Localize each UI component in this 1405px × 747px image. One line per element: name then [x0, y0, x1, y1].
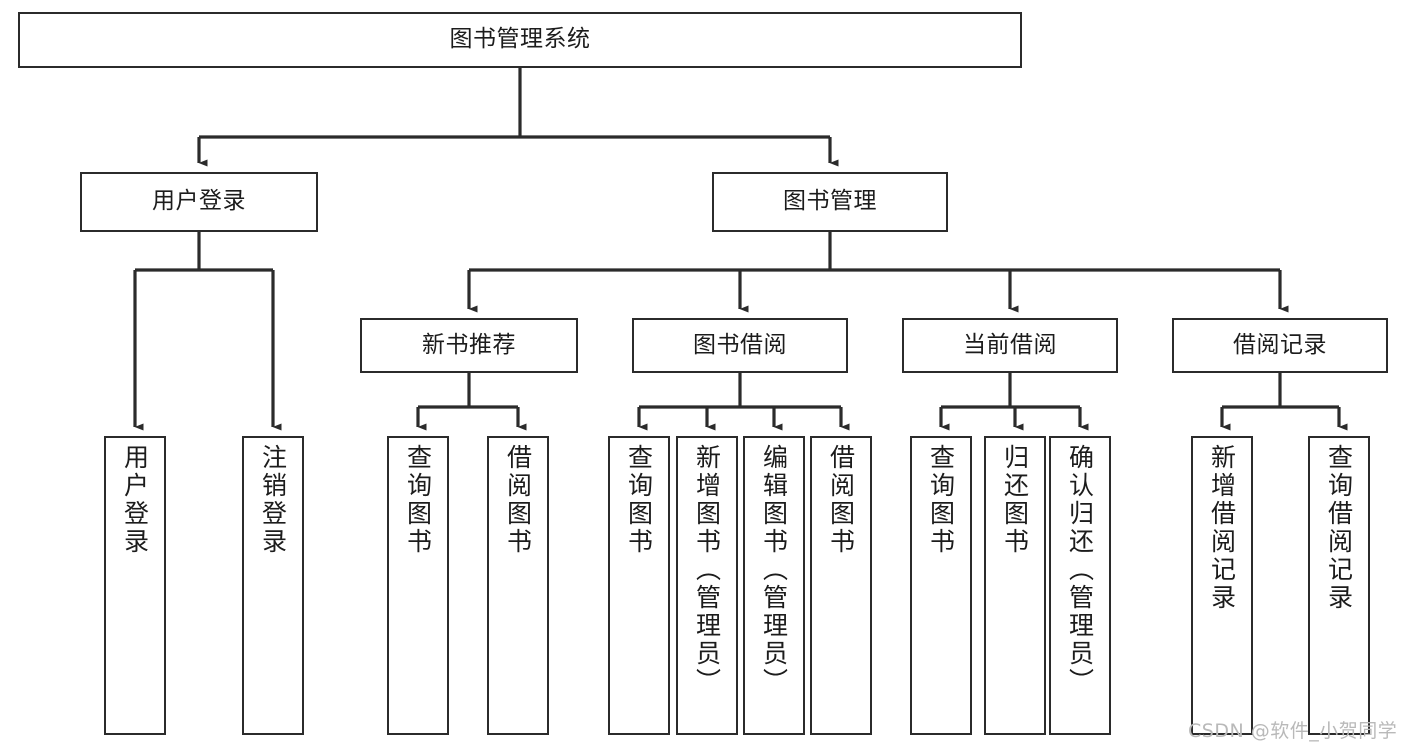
node-leaf-query-book-borrow[interactable]: 查询图书	[608, 436, 670, 735]
node-leaf-query-borrow-record-label: 查询借阅记录	[1324, 444, 1354, 612]
node-leaf-confirm-return-admin-label: 确认归还（管理员）	[1065, 444, 1095, 696]
node-leaf-user-logout-label: 注销登录	[258, 444, 288, 556]
node-leaf-add-borrow-record-label: 新增借阅记录	[1207, 444, 1237, 612]
node-leaf-query-book-rec[interactable]: 查询图书	[387, 436, 449, 735]
node-current-borrow-label: 当前借阅	[963, 331, 1057, 358]
node-user-login[interactable]: 用户登录	[80, 172, 318, 232]
node-leaf-confirm-return-admin[interactable]: 确认归还（管理员）	[1049, 436, 1111, 735]
node-root[interactable]: 图书管理系统	[18, 12, 1022, 68]
node-new-book-recommend-label: 新书推荐	[422, 331, 516, 358]
node-leaf-add-book-admin-label: 新增图书（管理员）	[692, 444, 722, 696]
node-leaf-borrow-book-rec[interactable]: 借阅图书	[487, 436, 549, 735]
node-leaf-borrow-book[interactable]: 借阅图书	[810, 436, 872, 735]
node-leaf-borrow-book-label: 借阅图书	[826, 444, 856, 556]
node-leaf-query-book-current-label: 查询图书	[926, 444, 956, 556]
node-leaf-query-borrow-record[interactable]: 查询借阅记录	[1308, 436, 1370, 735]
node-leaf-query-book-current[interactable]: 查询图书	[910, 436, 972, 735]
node-book-borrow[interactable]: 图书借阅	[632, 318, 848, 373]
node-leaf-edit-book-admin-label: 编辑图书（管理员）	[759, 444, 789, 696]
node-current-borrow[interactable]: 当前借阅	[902, 318, 1118, 373]
node-leaf-query-book-rec-label: 查询图书	[403, 444, 433, 556]
node-borrow-records[interactable]: 借阅记录	[1172, 318, 1388, 373]
csdn-watermark-text: CSDN @软件_小贺同学	[1188, 720, 1398, 742]
node-leaf-return-book-label: 归还图书	[1000, 444, 1030, 556]
node-book-management-label: 图书管理	[783, 188, 877, 215]
csdn-watermark: CSDN @软件_小贺同学	[1188, 716, 1397, 743]
node-user-login-label: 用户登录	[152, 188, 246, 215]
node-leaf-user-logout[interactable]: 注销登录	[242, 436, 304, 735]
node-leaf-return-book[interactable]: 归还图书	[984, 436, 1046, 735]
node-book-borrow-label: 图书借阅	[693, 331, 787, 358]
node-leaf-user-login-label: 用户登录	[120, 444, 150, 556]
node-book-management[interactable]: 图书管理	[712, 172, 948, 232]
node-new-book-recommend[interactable]: 新书推荐	[360, 318, 578, 373]
node-leaf-add-book-admin[interactable]: 新增图书（管理员）	[676, 436, 738, 735]
node-leaf-borrow-book-rec-label: 借阅图书	[503, 444, 533, 556]
node-leaf-user-login[interactable]: 用户登录	[104, 436, 166, 735]
node-leaf-query-book-borrow-label: 查询图书	[624, 444, 654, 556]
node-leaf-edit-book-admin[interactable]: 编辑图书（管理员）	[743, 436, 805, 735]
node-leaf-add-borrow-record[interactable]: 新增借阅记录	[1191, 436, 1253, 735]
node-borrow-records-label: 借阅记录	[1233, 331, 1327, 358]
node-root-label: 图书管理系统	[449, 26, 591, 53]
